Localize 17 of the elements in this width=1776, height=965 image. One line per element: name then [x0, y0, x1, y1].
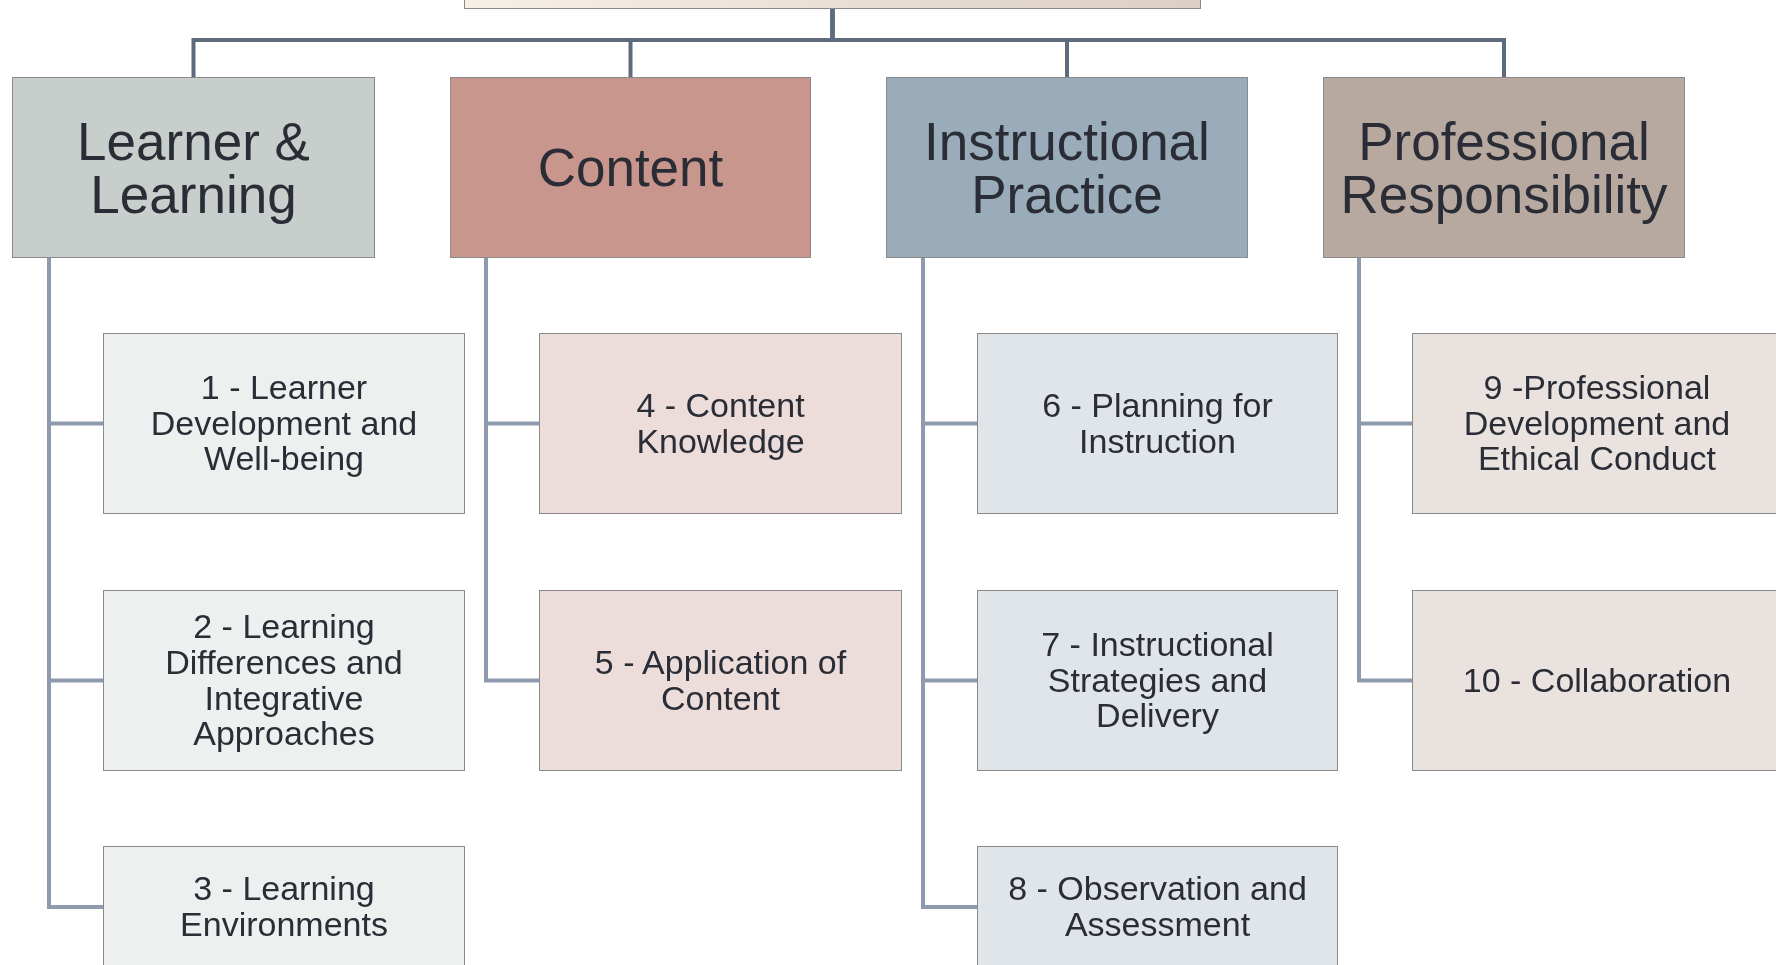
standard-box: 3 - Learning Environments	[103, 846, 465, 965]
category-box: Learner & Learning	[12, 77, 375, 258]
standard-box: 4 - Content Knowledge	[539, 333, 902, 514]
category-box: Instructional Practice	[886, 77, 1248, 258]
connector-line	[830, 9, 1506, 77]
standard-box: 1 - Learner Development and Well-being	[103, 333, 465, 514]
category-box: Professional Responsibility	[1323, 77, 1685, 258]
standard-box: 6 - Planning for Instruction	[977, 333, 1338, 514]
standard-box: 2 - Learning Differences and Integrative Approaches	[103, 590, 465, 771]
standard-box: 10 - Collaboration	[1412, 590, 1776, 771]
category-box: Content	[450, 77, 811, 258]
connector-line	[484, 258, 539, 683]
standard-box: 5 - Application of Content	[539, 590, 902, 771]
standard-box: 8 - Observation and Assessment	[977, 846, 1338, 965]
standard-box: 9 -Professional Development and Ethical Conduct	[1412, 333, 1776, 514]
connector-line	[1357, 258, 1412, 683]
standard-box: 7 - Instructional Strategies and Delivery	[977, 590, 1338, 771]
